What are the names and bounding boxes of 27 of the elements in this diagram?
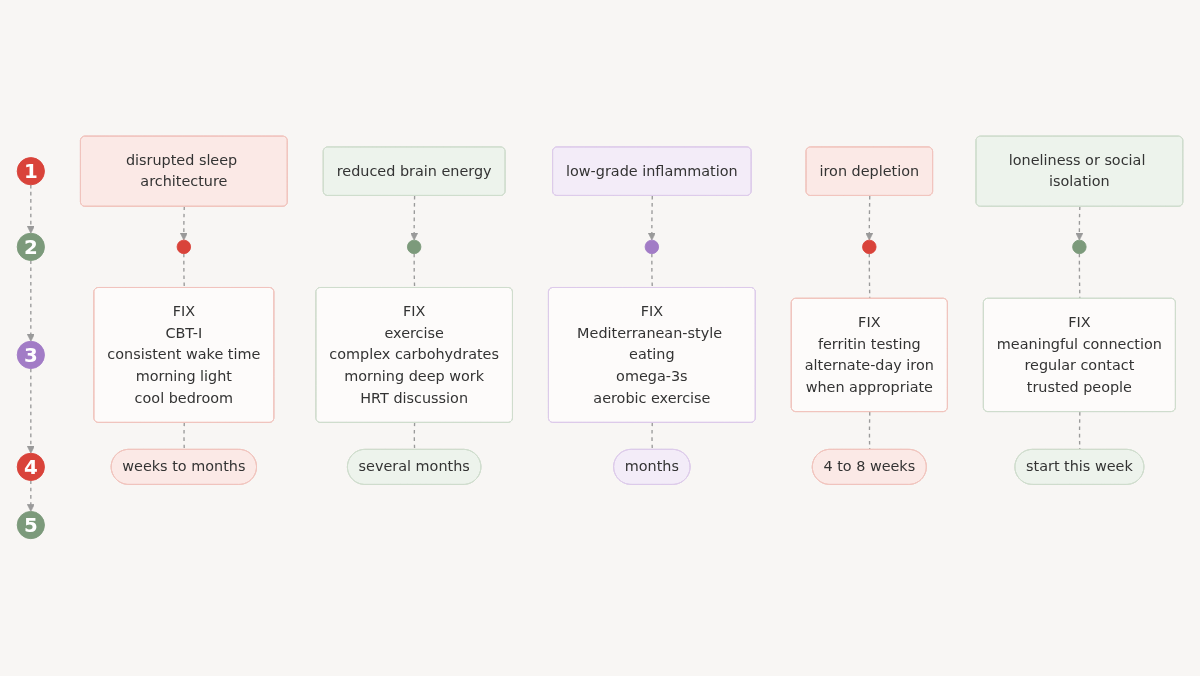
node-circle xyxy=(176,239,192,255)
arrow xyxy=(410,195,419,241)
connector xyxy=(183,252,185,289)
node-circle: 2 xyxy=(16,232,45,261)
arrow xyxy=(26,184,35,234)
node-circle: 1 xyxy=(16,157,45,186)
node-circle: 3 xyxy=(16,340,45,369)
connector xyxy=(651,252,653,289)
connector xyxy=(183,422,185,451)
connector xyxy=(413,252,416,289)
node-circle xyxy=(644,239,660,255)
arrow xyxy=(865,195,874,241)
arrow xyxy=(26,367,35,454)
node-circle xyxy=(862,239,877,255)
connector xyxy=(651,422,653,451)
connector xyxy=(1078,252,1081,300)
arrow xyxy=(647,195,656,241)
arrow xyxy=(1075,206,1084,241)
arrow xyxy=(26,259,35,342)
node-circle xyxy=(406,239,422,255)
node-circle: 5 xyxy=(16,510,45,540)
arrow xyxy=(26,479,35,512)
connector xyxy=(868,252,871,300)
connector xyxy=(413,422,416,451)
node-circle: 4 xyxy=(16,452,45,481)
arrow xyxy=(179,206,188,241)
node-circle xyxy=(1072,239,1087,255)
